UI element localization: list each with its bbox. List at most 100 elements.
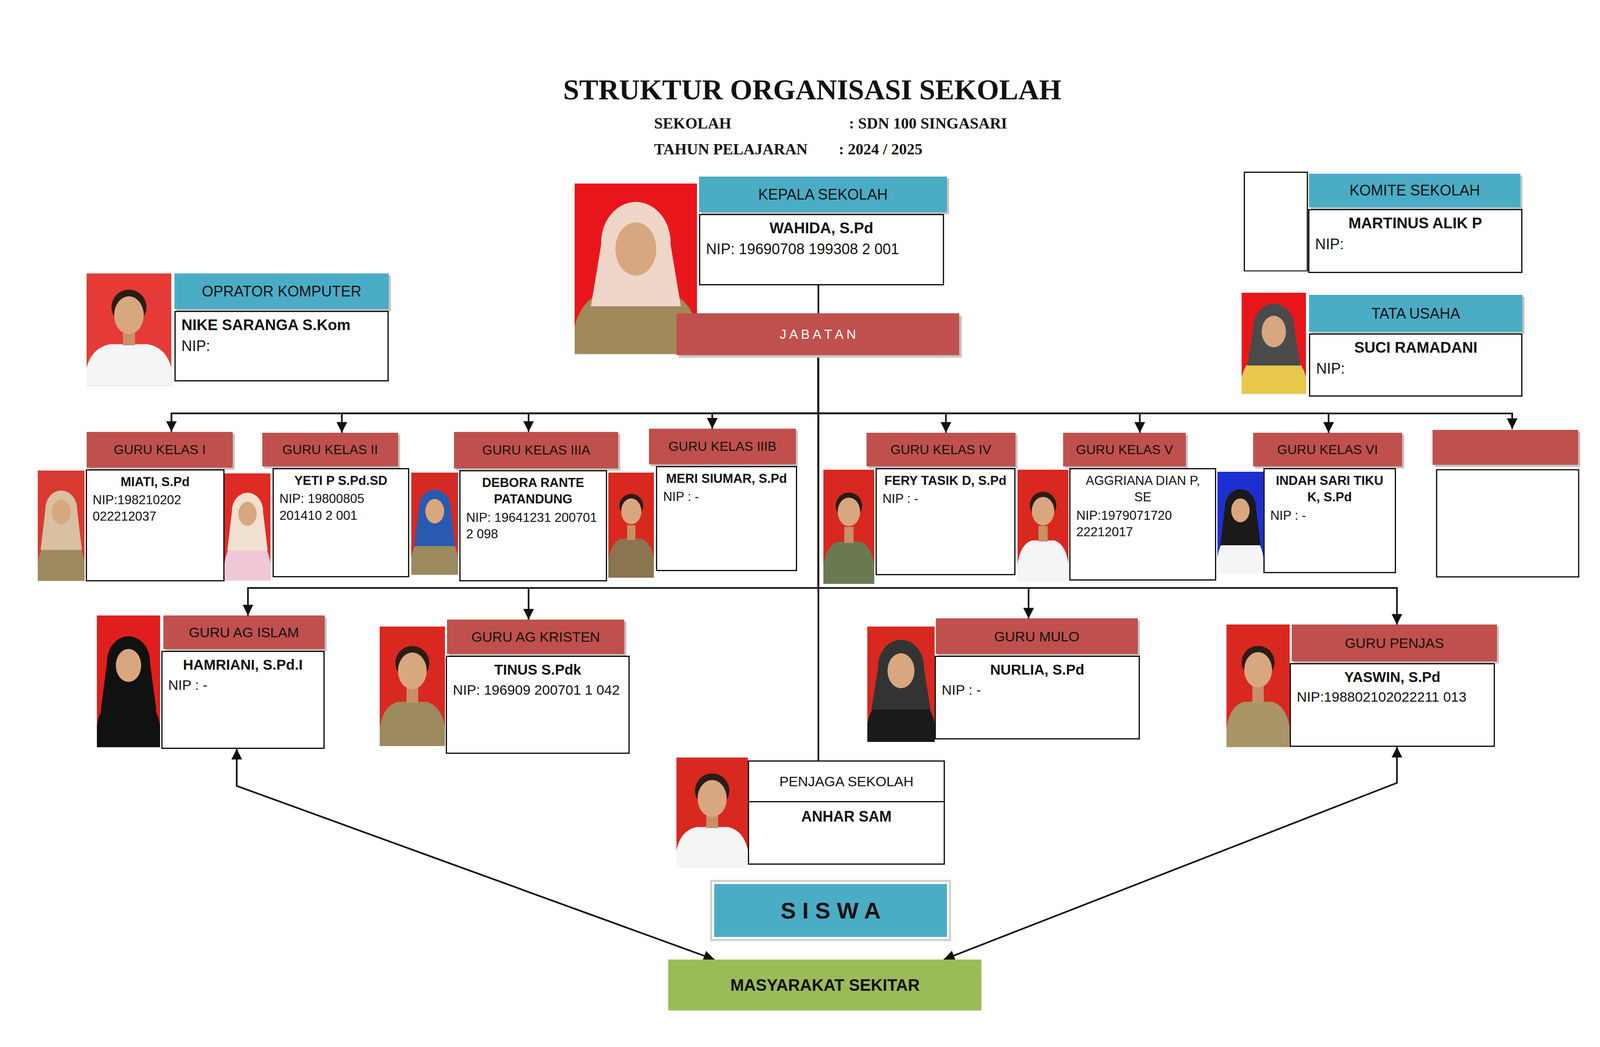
person-box: GURU AG KRISTENTINUS S.PdkNIP: 196909 20… — [445, 619, 630, 754]
photo-neck — [844, 526, 854, 543]
person-name: MARTINUS ALIK P — [1315, 213, 1516, 234]
person-card: MIATI, S.PdNIP:198210202 022212037 — [85, 469, 225, 582]
photo-face — [1261, 316, 1286, 348]
person-card: YASWIN, S.PdNIP:198802102022211 013 — [1289, 662, 1495, 747]
person-box: OPRATOR KOMPUTERNIKE SARANGA S.KomNIP: — [174, 273, 389, 382]
person-box: KEPALA SEKOLAHWAHIDA, S.PdNIP: 19690708 … — [699, 176, 947, 286]
portrait-photo — [86, 273, 172, 386]
person-box: GURU KELAS I MIATI, S.PdNIP:198210202 022… — [85, 431, 233, 582]
person-box: GURU KELAS IVFERY TASIK D, S.PdNIP : - — [866, 432, 1016, 576]
person-box: GURU KELAS VIINDAH SARI TIKU K, S.PdNIP … — [1253, 432, 1403, 574]
connector-line — [944, 746, 1398, 960]
photo-neck — [626, 524, 635, 540]
person-name: YASWIN, S.Pd — [1296, 667, 1488, 687]
person-card: HAMRIANI, S.Pd.INIP : - — [161, 650, 325, 749]
id-number: NIP : - — [941, 680, 1133, 699]
role-header: GURU KELAS I — [86, 431, 233, 468]
person-box: GURU KELAS IIIA DEBORA RANTE PATANDUNGNIP… — [453, 431, 619, 582]
connector-line — [818, 355, 1329, 433]
photo-background — [676, 757, 748, 868]
role-header: GURU KELAS IIIB — [648, 428, 796, 465]
portrait-photo — [1241, 292, 1307, 394]
photo-headscarf — [231, 492, 264, 530]
role-header: TATA USAHA — [1308, 294, 1523, 332]
photo-face — [697, 779, 727, 817]
photo-headscarf — [107, 636, 151, 687]
person-name: ANHAR SAM — [749, 802, 944, 832]
person-card: AGGRIANA DIAN P, SENIP:1979071720 222120… — [1069, 467, 1217, 580]
role-title: GURU KELAS IIIA — [482, 442, 591, 458]
photo-background — [608, 472, 655, 578]
role-header: GURU KELAS II — [262, 432, 399, 467]
connector-line — [817, 285, 820, 314]
photo-neck — [1038, 525, 1048, 541]
header-info: SEKOLAH — [654, 114, 732, 133]
role-header: GURU KELAS V — [1063, 432, 1186, 467]
role-title: GURU PENJAS — [1344, 634, 1445, 652]
empty-box — [1436, 469, 1579, 577]
photo-background — [37, 470, 85, 581]
photo-face — [425, 498, 445, 523]
photo-background — [867, 626, 935, 742]
person-name: TINUS S.Pdk — [452, 660, 623, 679]
person-card: TINUS S.PdkNIP: 196909 200701 1 042 — [445, 655, 630, 754]
photo-background — [411, 472, 459, 575]
photo-clothing — [379, 701, 445, 747]
photo-headscarf — [600, 201, 671, 284]
photo-background — [86, 273, 172, 386]
role-title: GURU KELAS IIIB — [668, 438, 777, 454]
portrait-photo — [823, 469, 875, 584]
person-name: DEBORA RANTE PATANDUNG — [466, 474, 601, 508]
person-card: DEBORA RANTE PATANDUNGNIP: 19641231 2007… — [459, 469, 608, 582]
role-band: S I S W A — [714, 883, 947, 937]
id-number: NIP : - — [662, 488, 790, 505]
photo-face — [621, 498, 642, 525]
chart-title: STRUKTUR ORGANISASI SEKOLAH — [563, 73, 1062, 107]
role-header: GURU KELAS VI — [1253, 432, 1403, 467]
photo-headscarf — [45, 490, 78, 528]
person-card: YETI P S.Pd.SDNIP: 19800805 201410 2 001 — [272, 467, 410, 578]
person-card: MERI SIUMAR, S.PdNIP : - — [655, 465, 797, 571]
photo-clothing — [608, 538, 655, 578]
id-number: NIP: — [181, 336, 382, 356]
connector-line — [341, 355, 819, 433]
connector-line — [712, 355, 819, 429]
connector-line — [818, 355, 947, 433]
photo-clothing — [1017, 540, 1069, 582]
role-title: GURU KELAS I — [113, 441, 206, 458]
person-name: FERY TASIK D, S.Pd — [882, 472, 1009, 489]
photo-headscarf — [877, 639, 924, 694]
band-title: J A B A T A N — [779, 326, 857, 342]
photo-background — [379, 626, 445, 746]
connector-line — [818, 355, 1140, 433]
person-name: NURLIA, S.Pd — [941, 660, 1133, 679]
photo-face — [238, 502, 257, 526]
photo-face — [397, 652, 427, 690]
portrait-photo — [1217, 471, 1264, 574]
empty-role-band — [1432, 429, 1579, 465]
photo-background — [823, 469, 875, 584]
id-number: NIP: 19800805 201410 2 001 — [279, 490, 403, 524]
role-title: GURU AG ISLAM — [188, 623, 299, 641]
role-band: J A B A T A N — [676, 313, 960, 356]
id-number: NIP:198802102022211 013 — [1296, 687, 1488, 706]
photo-face — [115, 648, 142, 682]
photo-background — [96, 615, 161, 748]
role-title: KEPALA SEKOLAH — [758, 185, 888, 204]
person-name: SUCI RAMADANI — [1315, 337, 1516, 358]
photo-headscarf — [1253, 303, 1295, 353]
person-name: AGGRIANA DIAN P, SE — [1076, 472, 1210, 506]
portrait-photo — [867, 626, 935, 742]
portrait-photo — [676, 757, 748, 868]
person-box: GURU KELAS IIIB MERI SIUMAR, S.PdNIP : - — [648, 428, 797, 571]
id-number: NIP:1979071720 22212017 — [1076, 507, 1210, 541]
role-header: OPRATOR KOMPUTER — [174, 273, 389, 310]
portrait-photo — [96, 615, 161, 748]
id-number: NIP: 196909 200701 1 042 — [452, 680, 623, 699]
person-name: HAMRIANI, S.Pd.I — [168, 655, 318, 674]
photo-headscarf — [1224, 488, 1257, 526]
id-number: NIP: — [1315, 234, 1516, 255]
id-number: NIP: 19641231 200701 2 098 — [466, 509, 601, 543]
branch-line — [1328, 413, 1513, 429]
